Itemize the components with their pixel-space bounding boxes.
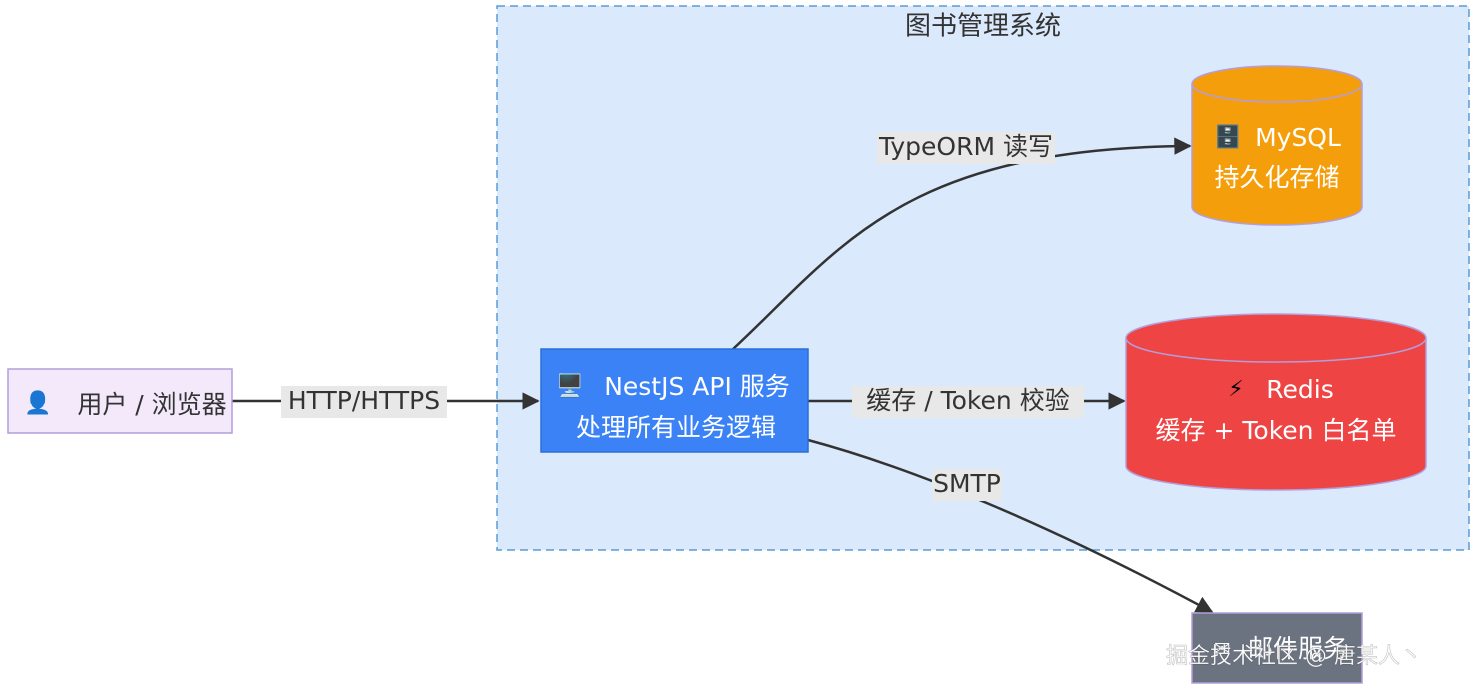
redis-cylinder-top [1125,313,1427,363]
api-node-subtitle: 处理所有业务逻辑 [576,413,776,442]
edge-label-http-text: HTTP/HTTPS [288,386,440,415]
edge-label-typeorm-text: TypeORM 读写 [878,132,1053,161]
envelope-icon: ✉ [1214,637,1231,661]
redis-cylinder-body [1125,338,1427,491]
mysql-cylinder-top [1191,65,1363,103]
system-group-title: 图书管理系统 [905,12,1061,42]
mail-node[interactable]: ✉ 邮件服务 [1191,612,1363,684]
watermark: 掘金技术社区 @ 唐某人丶 [1166,644,1422,669]
user-icon: 👤 [24,390,51,416]
redis-node-title: Redis [1266,375,1333,404]
mysql-node[interactable]: 🗄️ MySQL 持久化存储 [1191,65,1363,226]
user-node[interactable]: 👤 用户 / 浏览器 [7,368,233,434]
edge-api-mail [807,438,1214,614]
mysql-node-title: MySQL [1255,123,1341,152]
edge-label-smtp-text: SMTP [933,469,1001,498]
api-node-title: NestJS API 服务 [604,372,790,401]
edge-label-http: HTTP/HTTPS [281,386,447,418]
edge-label-cache-text: 缓存 / Token 校验 [866,386,1069,415]
mail-node-label: 邮件服务 [1248,634,1348,663]
user-node-label: 用户 / 浏览器 [77,390,226,419]
edge-label-typeorm: TypeORM 读写 [877,132,1055,164]
redis-node-subtitle: 缓存 + Token 白名单 [1156,416,1397,445]
mysql-node-subtitle: 持久化存储 [1214,163,1339,192]
lightning-icon: ⚡ [1228,377,1243,402]
api-node[interactable]: 🖥️ NestJS API 服务 处理所有业务逻辑 [540,348,809,453]
file-cabinet-icon: 🗄️ [1214,124,1241,150]
edge-api-mysql [732,137,1192,350]
mysql-cylinder-body [1191,84,1363,226]
edge-label-cache: 缓存 / Token 校验 [852,386,1084,418]
monitor-icon: 🖥️ [556,373,583,399]
edge-label-smtp: SMTP [932,469,1002,501]
redis-node[interactable]: ⚡ Redis 缓存 + Token 白名单 [1125,313,1427,491]
